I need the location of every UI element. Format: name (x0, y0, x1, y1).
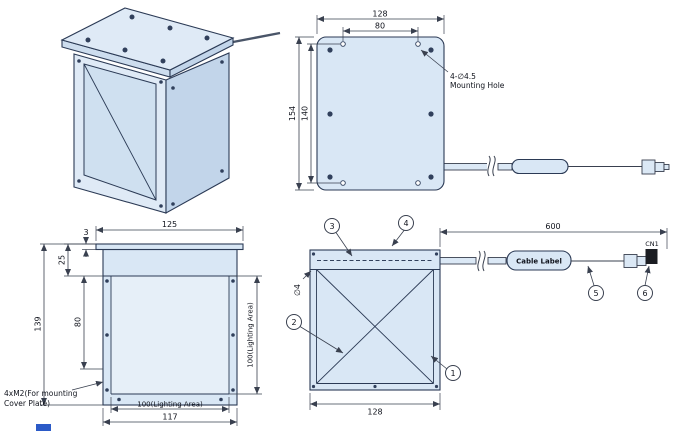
mounting-hole-note-line2: Mounting Hole (450, 81, 505, 90)
mounting-hole-note-line1: 4-∅4.5 (450, 72, 476, 81)
dim-top-height-outer: 154 (288, 106, 297, 121)
top-view-body (316, 36, 445, 191)
balloon-2-number: 2 (291, 318, 296, 327)
top-view-ferrite (511, 158, 569, 175)
dim-plate-thickness: 3 (83, 228, 88, 237)
dim-lighting-vertical: 100(Lighting Area) (247, 302, 255, 368)
dim-plate-width: 125 (162, 220, 177, 229)
front-view-plate (95, 243, 244, 251)
cable-break-mark (477, 250, 481, 272)
iso-plate-screws (85, 14, 210, 64)
balloon-6: 6 (637, 265, 653, 301)
mirror-diagonal-2 (316, 269, 434, 384)
dim-top-width-outer: 128 (372, 10, 387, 19)
iso-right-face (165, 52, 230, 214)
front-view-screws (105, 279, 235, 402)
logo-fragment (36, 424, 51, 431)
balloon-4: 4 (391, 215, 414, 247)
iso-mirror-diagonal (83, 63, 157, 201)
top-view: 128 80 154 140 4-∅4.5 Mounting Hole (288, 10, 670, 191)
balloon-2: 2 (286, 314, 344, 354)
balloon-5-number: 5 (593, 289, 598, 298)
front-view: 125 3 25 80 139 100(Lighting Area) 100(L… (4, 220, 262, 426)
side-view: Cable Label CN1 ∅4 (286, 215, 668, 417)
dim-cable-length: 600 (545, 222, 560, 231)
dim-total-height: 139 (34, 316, 43, 331)
balloon-1-number: 1 (450, 369, 455, 378)
iso-body-screws (77, 59, 224, 208)
top-view-cable (443, 155, 670, 177)
balloon-3: 3 (324, 218, 353, 257)
mounting-hole-leader (420, 49, 449, 73)
iso-plate-top (60, 7, 235, 71)
dim-body-width: 117 (162, 413, 177, 422)
side-view-screws (311, 252, 439, 389)
side-view-body (309, 249, 441, 391)
screw-note-line1: 4xM2(For mounting (4, 389, 78, 398)
side-view-connector (623, 249, 658, 268)
isometric-view (60, 7, 281, 214)
dim-side-width: 128 (367, 408, 382, 417)
dim-side: 80 (74, 317, 83, 327)
balloon-4-number: 4 (403, 219, 408, 228)
iso-cable (232, 31, 281, 44)
balloon-1: 1 (430, 355, 461, 381)
balloon-3-number: 3 (329, 222, 334, 231)
dim-hole: ∅4 (293, 284, 302, 296)
side-view-cable: Cable Label CN1 (439, 240, 659, 272)
dim-top-width-inner: 80 (375, 22, 385, 31)
front-view-lighting-area (111, 276, 229, 394)
dim-top-height-inner: 140 (301, 106, 310, 121)
screw-note-line2: Cover Plate) (4, 399, 50, 408)
screw-note-leader (71, 380, 104, 391)
cable-label-text: Cable Label (516, 258, 562, 266)
top-view-screws (327, 47, 434, 180)
cable-break-mark (487, 155, 491, 177)
balloon-6-number: 6 (642, 289, 647, 298)
top-view-mounting-holes (340, 41, 421, 186)
balloon-5: 5 (587, 265, 604, 301)
dim-step: 25 (58, 255, 67, 265)
connector-label: CN1 (645, 240, 659, 248)
dim-lighting-horizontal: 100(Lighting Area) (137, 401, 203, 409)
top-view-connector (641, 159, 670, 175)
